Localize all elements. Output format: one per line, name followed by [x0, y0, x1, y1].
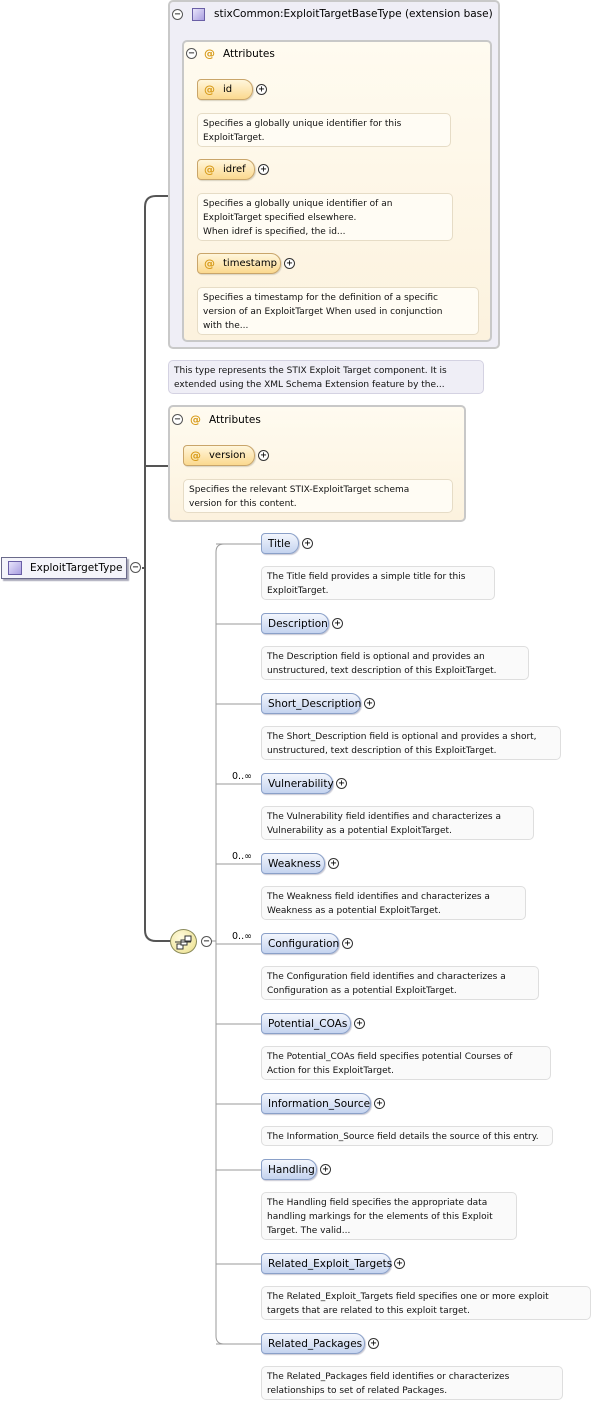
type-documentation: This type represents the STIX Exploit Ta…	[168, 360, 484, 394]
element-documentation: The Handling field specifies the appropr…	[261, 1192, 517, 1240]
element-information-source[interactable]: Information_Source	[261, 1093, 371, 1114]
element-name: Weakness	[268, 857, 321, 870]
expand-element-icon[interactable]: +	[332, 618, 343, 629]
element-title[interactable]: Title	[261, 533, 299, 554]
attribute-id-doc: Specifies a globally unique identifier f…	[197, 113, 451, 147]
attribute-idref-doc: Specifies a globally unique identifier o…	[197, 193, 453, 241]
element-name: Description	[268, 617, 328, 630]
attribute-at-icon: @	[190, 449, 201, 462]
expand-element-icon[interactable]: +	[336, 778, 347, 789]
element-name: Vulnerability	[268, 777, 334, 790]
attribute-name: id	[223, 84, 233, 95]
element-documentation: The Vulnerability field identifies and c…	[261, 806, 534, 840]
attribute-name: idref	[223, 164, 246, 175]
complex-type-icon	[192, 8, 205, 21]
attribute-at-icon: @	[204, 257, 215, 270]
element-documentation: The Related_Exploit_Targets field specif…	[261, 1286, 591, 1320]
attribute-at-icon: @	[204, 163, 215, 176]
element-documentation: The Information_Source field details the…	[261, 1126, 553, 1146]
local-attributes-title: Attributes	[209, 414, 261, 426]
extension-title: stixCommon:ExploitTargetBaseType (extens…	[214, 8, 493, 20]
cardinality-label: 0..∞	[232, 931, 252, 942]
element-name: Related_Exploit_Targets	[268, 1257, 393, 1270]
expand-id-icon[interactable]: +	[256, 84, 267, 95]
expand-element-icon[interactable]: +	[302, 538, 313, 549]
cardinality-label: 0..∞	[232, 771, 252, 782]
element-weakness[interactable]: Weakness	[261, 853, 325, 874]
expand-element-icon[interactable]: +	[320, 1164, 331, 1175]
expand-element-icon[interactable]: +	[328, 858, 339, 869]
sequence-glyph-icon	[175, 935, 192, 950]
element-configuration[interactable]: Configuration	[261, 933, 339, 954]
attribute-version[interactable]: @ version	[183, 445, 255, 466]
element-documentation: The Short_Description field is optional …	[261, 726, 561, 760]
attribute-timestamp-doc: Specifies a timestamp for the definition…	[197, 287, 479, 335]
expand-version-icon[interactable]: +	[258, 450, 269, 461]
attribute-id[interactable]: @ id	[197, 79, 253, 100]
element-documentation: The Related_Packages field identifies or…	[261, 1366, 563, 1400]
cardinality-label: 0..∞	[232, 851, 252, 862]
sequence-compositor-icon[interactable]	[170, 929, 197, 954]
element-name: Handling	[268, 1163, 315, 1176]
collapse-attributes-icon[interactable]: −	[186, 48, 197, 59]
element-name: Information_Source	[268, 1097, 371, 1110]
collapse-local-attributes-icon[interactable]: −	[172, 414, 183, 425]
attribute-at-icon: @	[204, 47, 215, 60]
expand-element-icon[interactable]: +	[342, 938, 353, 949]
complex-type-icon	[8, 561, 22, 575]
collapse-extension-icon[interactable]: −	[172, 9, 183, 20]
element-name: Title	[268, 537, 291, 550]
element-description[interactable]: Description	[261, 613, 329, 634]
expand-element-icon[interactable]: +	[354, 1018, 365, 1029]
element-handling[interactable]: Handling	[261, 1159, 317, 1180]
attributes-title: Attributes	[223, 48, 275, 60]
element-documentation: The Weakness field identifies and charac…	[261, 886, 526, 920]
element-name: Related_Packages	[268, 1337, 363, 1350]
element-short-description[interactable]: Short_Description	[261, 693, 361, 714]
attribute-name: timestamp	[223, 258, 277, 269]
expand-element-icon[interactable]: +	[364, 698, 375, 709]
element-documentation: The Potential_COAs field specifies poten…	[261, 1046, 551, 1080]
collapse-sequence-icon[interactable]: −	[201, 936, 212, 947]
expand-element-icon[interactable]: +	[368, 1338, 379, 1349]
attribute-version-doc: Specifies the relevant STIX-ExploitTarge…	[183, 479, 453, 513]
attribute-timestamp[interactable]: @ timestamp	[197, 253, 281, 274]
collapse-root-icon[interactable]: −	[130, 562, 141, 573]
expand-timestamp-icon[interactable]: +	[284, 258, 295, 269]
attribute-idref[interactable]: @ idref	[197, 159, 255, 180]
expand-idref-icon[interactable]: +	[258, 164, 269, 175]
attribute-at-icon: @	[190, 413, 201, 426]
expand-element-icon[interactable]: +	[394, 1258, 405, 1269]
element-name: Short_Description	[268, 697, 362, 710]
element-related-packages[interactable]: Related_Packages	[261, 1333, 365, 1354]
element-related-exploit-targets[interactable]: Related_Exploit_Targets	[261, 1253, 393, 1274]
root-element-label: ExploitTargetType	[30, 562, 123, 574]
element-name: Configuration	[268, 937, 340, 950]
element-documentation: The Title field provides a simple title …	[261, 566, 495, 600]
element-vulnerability[interactable]: Vulnerability	[261, 773, 334, 794]
element-documentation: The Configuration field identifies and c…	[261, 966, 539, 1000]
attribute-name: version	[209, 450, 246, 461]
element-potential-coas[interactable]: Potential_COAs	[261, 1013, 351, 1034]
element-documentation: The Description field is optional and pr…	[261, 646, 529, 680]
expand-element-icon[interactable]: +	[374, 1098, 385, 1109]
root-element-exploit-target-type[interactable]: ExploitTargetType	[1, 557, 127, 579]
element-name: Potential_COAs	[268, 1017, 348, 1030]
attribute-at-icon: @	[204, 83, 215, 96]
